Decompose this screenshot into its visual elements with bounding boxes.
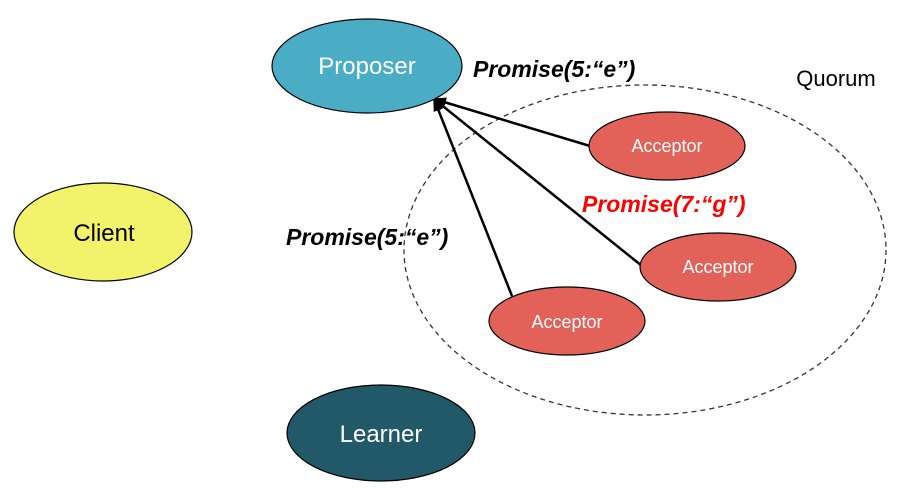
client-label: Client bbox=[73, 220, 135, 247]
learner-node bbox=[286, 384, 476, 482]
learner-label: Learner bbox=[340, 421, 423, 448]
acceptor-node-3 bbox=[488, 286, 646, 356]
proposer-node bbox=[271, 18, 463, 114]
acceptor-node-1 bbox=[588, 111, 746, 181]
message-label-promise-highlight: Promise(7:“g”) bbox=[582, 191, 746, 217]
acceptor-label-3: Acceptor bbox=[531, 312, 602, 332]
acceptor-label-1: Acceptor bbox=[631, 136, 702, 156]
client-node bbox=[13, 182, 193, 282]
arrow-acceptor-2-to-proposer bbox=[432, 97, 643, 267]
arrow-acceptor-3-to-proposer bbox=[432, 97, 514, 297]
message-label-promise-left: Promise(5:“e”) bbox=[286, 224, 448, 250]
message-label-promise-top: Promise(5:“e”) bbox=[473, 56, 635, 82]
acceptor-label-2: Acceptor bbox=[682, 257, 753, 277]
quorum-boundary bbox=[403, 84, 887, 416]
arrow-acceptor-1-to-proposer bbox=[432, 97, 591, 148]
quorum-label: Quorum bbox=[796, 66, 875, 91]
acceptor-node-2 bbox=[639, 232, 797, 302]
proposer-label: Proposer bbox=[318, 53, 415, 80]
